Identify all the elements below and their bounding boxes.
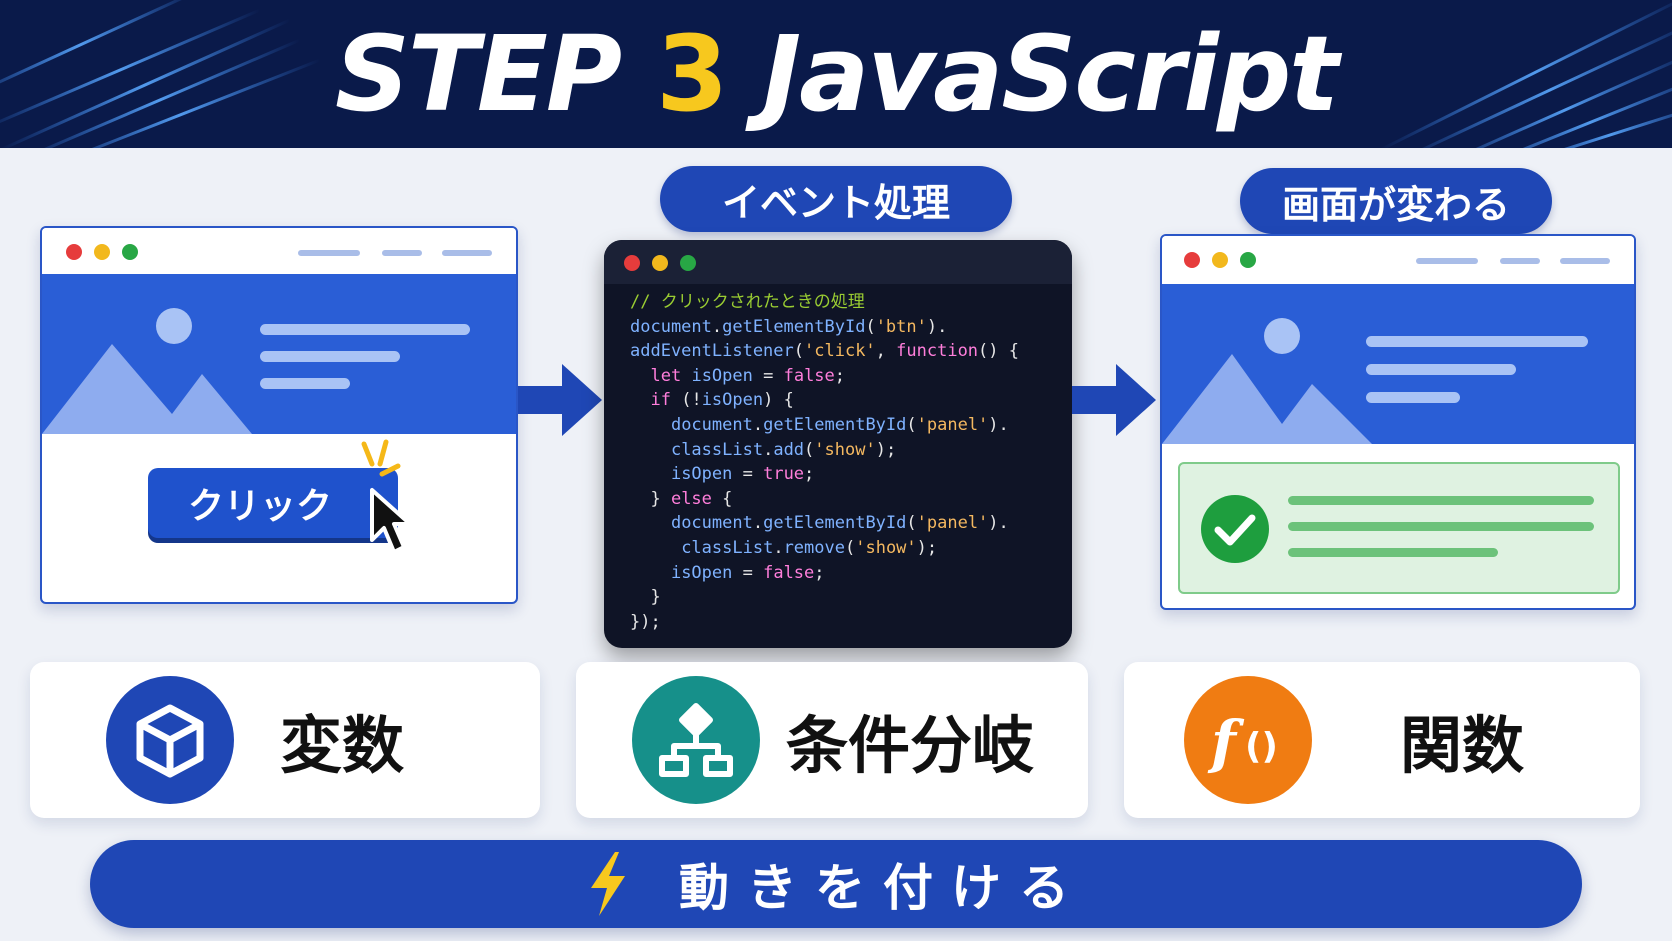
nav-placeholder	[1500, 258, 1540, 264]
code-line: addEventListener('click', function() {	[630, 341, 1019, 362]
code-line: classList.add('show');	[670, 439, 897, 460]
browser-title-bar	[42, 228, 516, 276]
concept-card-variables: 変数	[30, 662, 540, 818]
cube-icon	[106, 676, 234, 804]
function-icon: f ()	[1184, 676, 1312, 804]
banner-text: 動きを付ける	[679, 859, 1087, 917]
code-line: document.getElementById('panel').	[670, 414, 1009, 435]
arrow-right-icon	[1072, 364, 1156, 436]
hero-section	[1162, 284, 1634, 444]
maximize-dot-icon	[122, 244, 138, 260]
code-line: if (!isOpen) {	[650, 390, 794, 411]
bottom-banner: 動きを付ける	[90, 840, 1582, 928]
screen-changes-pill: 画面が変わる	[1240, 168, 1552, 234]
code-line: classList.remove('show');	[681, 537, 938, 558]
concept-label: 関数	[1400, 709, 1525, 782]
close-dot-icon	[624, 255, 640, 271]
code-title-bar	[604, 240, 1072, 284]
cursor-pointer-icon	[361, 439, 412, 554]
maximize-dot-icon	[1240, 252, 1256, 268]
code-line: let isOpen = false;	[650, 365, 846, 386]
minimize-dot-icon	[1212, 252, 1228, 268]
concept-label: 条件分岐	[786, 709, 1035, 782]
close-dot-icon	[66, 244, 82, 260]
header-banner: STEP 3 JavaScript	[0, 0, 1672, 148]
minimize-dot-icon	[652, 255, 668, 271]
nav-placeholder	[382, 250, 422, 256]
landscape-image-icon	[1162, 318, 1588, 444]
minimize-dot-icon	[94, 244, 110, 260]
concept-card-branching: 条件分岐	[576, 662, 1088, 818]
flowchart-icon	[632, 676, 760, 804]
concept-card-functions: f () 関数	[1124, 662, 1640, 818]
code-line: } else {	[630, 488, 733, 509]
maximize-dot-icon	[680, 255, 696, 271]
nav-placeholder	[1416, 258, 1478, 264]
check-circle-icon	[1201, 495, 1269, 563]
text-placeholder	[1288, 548, 1498, 557]
event-handling-pill: イベント処理	[660, 166, 1012, 232]
close-dot-icon	[1184, 252, 1200, 268]
title-step-number: 3	[656, 13, 728, 135]
title-step-word: STEP	[335, 13, 622, 135]
click-button-label: クリック	[187, 486, 332, 527]
code-line: document.getElementById('btn').	[630, 316, 948, 337]
text-placeholder	[1288, 496, 1594, 505]
right-browser-mockup	[1160, 234, 1636, 610]
title-topic: JavaScript	[762, 13, 1338, 135]
code-editor-window: // クリックされたときの処理 document.getElementById('…	[604, 240, 1072, 648]
left-browser-mockup: クリック	[40, 226, 518, 604]
lightning-icon	[585, 852, 631, 916]
code-line: isOpen = false;	[670, 562, 825, 583]
browser-title-bar	[1162, 236, 1634, 284]
svg-text:(): ()	[1245, 726, 1278, 767]
nav-placeholder	[1560, 258, 1610, 264]
success-panel	[1178, 462, 1620, 594]
code-line: });	[630, 611, 661, 632]
code-line: // クリックされたときの処理	[630, 292, 865, 312]
concept-label: 変数	[280, 709, 405, 782]
nav-placeholder	[298, 250, 360, 256]
speed-streaks-decoration	[0, 0, 1672, 148]
code-line: }	[630, 587, 661, 608]
hero-section	[42, 274, 516, 434]
click-button[interactable]: クリック	[148, 468, 398, 538]
page-title: STEP 3 JavaScript	[0, 0, 1672, 148]
code-line: document.getElementById('panel').	[670, 513, 1009, 534]
text-placeholder	[1288, 522, 1594, 531]
svg-text:f: f	[1207, 708, 1245, 776]
arrow-right-icon	[518, 364, 602, 436]
code-block: // クリックされたときの処理 document.getElementById('…	[630, 290, 1019, 634]
nav-placeholder	[442, 250, 492, 256]
landscape-image-icon	[42, 308, 470, 434]
code-line: isOpen = true;	[670, 464, 815, 485]
